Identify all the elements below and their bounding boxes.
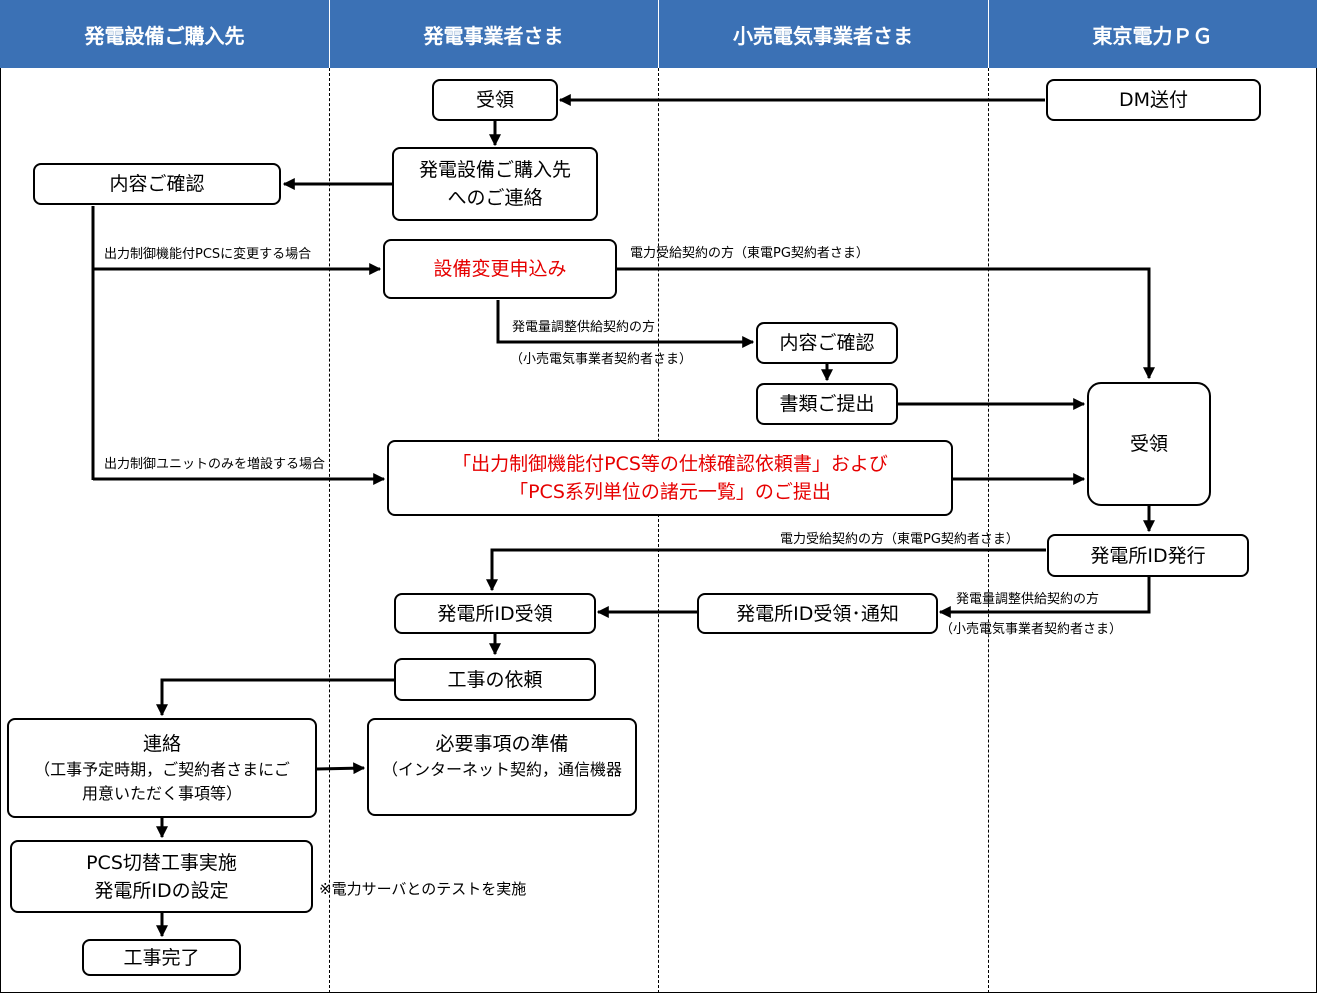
retail-contractor-label-2: （小売電気事業者契約者さま）: [940, 622, 1123, 637]
power-contract-label: 電力受給契約の方（東電PG契約者さま）: [630, 246, 869, 261]
receive-label: 受領: [1129, 433, 1168, 455]
power-contract-label-2: 電力受給契約の方（東電PG契約者さま）: [780, 532, 1019, 547]
arrow-id-issue-to-notify: [938, 577, 1151, 618]
id-issue-box: 発電所ID発行: [1047, 534, 1249, 577]
id-receive-notify-label: 発電所ID受領･通知: [736, 602, 899, 625]
work-done-box: 工事完了: [82, 939, 241, 976]
lane-header-tepco-pg: 東京電力ＰＧ: [988, 0, 1317, 68]
lane-divider: [329, 68, 330, 993]
submit-docs-box: 書類ご提出: [756, 383, 898, 425]
equipment-change-label: 設備変更申込み: [433, 258, 567, 280]
work-request-label: 工事の依頼: [447, 668, 543, 691]
receive-box-tepco: 受領: [1087, 382, 1211, 506]
contact-supplier-line2: へのご連絡: [447, 187, 543, 209]
arrow-power-contract-to-receive: [617, 267, 1155, 380]
contact-box: 連絡 （工事予定時期，ご契約者さまにご 用意いただく事項等）: [7, 718, 317, 818]
lane-divider: [658, 68, 659, 993]
spec-request-line1: 「出力制御機能付PCS等の仕様確認依頼書」および: [452, 453, 888, 475]
arrow-id-issue-to-id-receive: [486, 548, 1046, 592]
unit-add-case-label: 出力制御ユニットのみを増設する場合: [104, 457, 326, 472]
receive-label: 受領: [475, 89, 514, 111]
confirm-label: 内容ご確認: [109, 173, 205, 195]
balancing-contract-label: 発電量調整供給契約の方: [512, 320, 656, 335]
contact-supplier-box: 発電設備ご購入先 へのご連絡: [392, 147, 598, 221]
preparation-title: 必要事項の準備: [435, 733, 569, 755]
retail-contractor-label: （小売電気事業者契約者さま）: [510, 352, 693, 367]
contact-title: 連絡: [142, 733, 181, 755]
id-issue-label: 発電所ID発行: [1090, 544, 1206, 567]
contact-detail-line1: （工事予定時期，ご契約者さまにご: [34, 760, 290, 779]
spec-request-line2: 「PCS系列単位の諸元一覧」のご提出: [509, 481, 831, 503]
pcs-work-line1: PCS切替工事実施: [86, 851, 237, 874]
confirm-box-supplier: 内容ご確認: [33, 163, 281, 205]
confirm-box-retailer: 内容ご確認: [756, 322, 898, 364]
lane-header-retailer: 小売電気事業者さま: [658, 0, 988, 68]
dm-send-label: DM送付: [1118, 89, 1189, 111]
contact-detail-line2: 用意いただく事項等）: [81, 784, 242, 803]
preparation-detail: （インターネット契約，通信機器: [381, 760, 622, 779]
id-receive-box: 発電所ID受領: [394, 593, 596, 634]
arrow-balancing-to-confirm: [496, 300, 755, 348]
contact-supplier-line1: 発電設備ご購入先: [418, 159, 571, 181]
confirm-label: 内容ご確認: [779, 332, 875, 354]
pcs-change-case-label: 出力制御機能付PCSに変更する場合: [104, 247, 312, 262]
pcs-work-line2: 発電所IDの設定: [94, 879, 229, 902]
server-test-note: ※電力サーバとのテストを実施: [319, 880, 527, 898]
preparation-box: 必要事項の準備 （インターネット契約，通信機器: [367, 718, 637, 816]
spec-request-box: 「出力制御機能付PCS等の仕様確認依頼書」および 「PCS系列単位の諸元一覧」の…: [387, 440, 953, 516]
lane-header-divider: [329, 0, 330, 68]
lane-divider: [988, 68, 989, 993]
arrow-request-to-contact: [156, 678, 394, 717]
lane-header-divider: [658, 0, 659, 68]
arrow-contact-to-prep: [316, 762, 366, 775]
pcs-work-box: PCS切替工事実施 発電所IDの設定: [10, 840, 313, 913]
dm-send-box: DM送付: [1046, 79, 1261, 121]
equipment-change-box: 設備変更申込み: [383, 239, 617, 299]
work-request-box: 工事の依頼: [394, 658, 596, 701]
id-receive-label: 発電所ID受領: [437, 602, 553, 625]
lane-header-divider: [988, 0, 989, 68]
lane-header-supplier: 発電設備ご購入先: [0, 0, 329, 68]
balancing-contract-label-2: 発電量調整供給契約の方: [956, 592, 1100, 607]
work-done-label: 工事完了: [123, 946, 200, 969]
lane-header-generator: 発電事業者さま: [329, 0, 658, 68]
submit-docs-label: 書類ご提出: [779, 393, 875, 415]
id-receive-notify-box: 発電所ID受領･通知: [697, 593, 938, 634]
receive-box: 受領: [432, 79, 558, 121]
